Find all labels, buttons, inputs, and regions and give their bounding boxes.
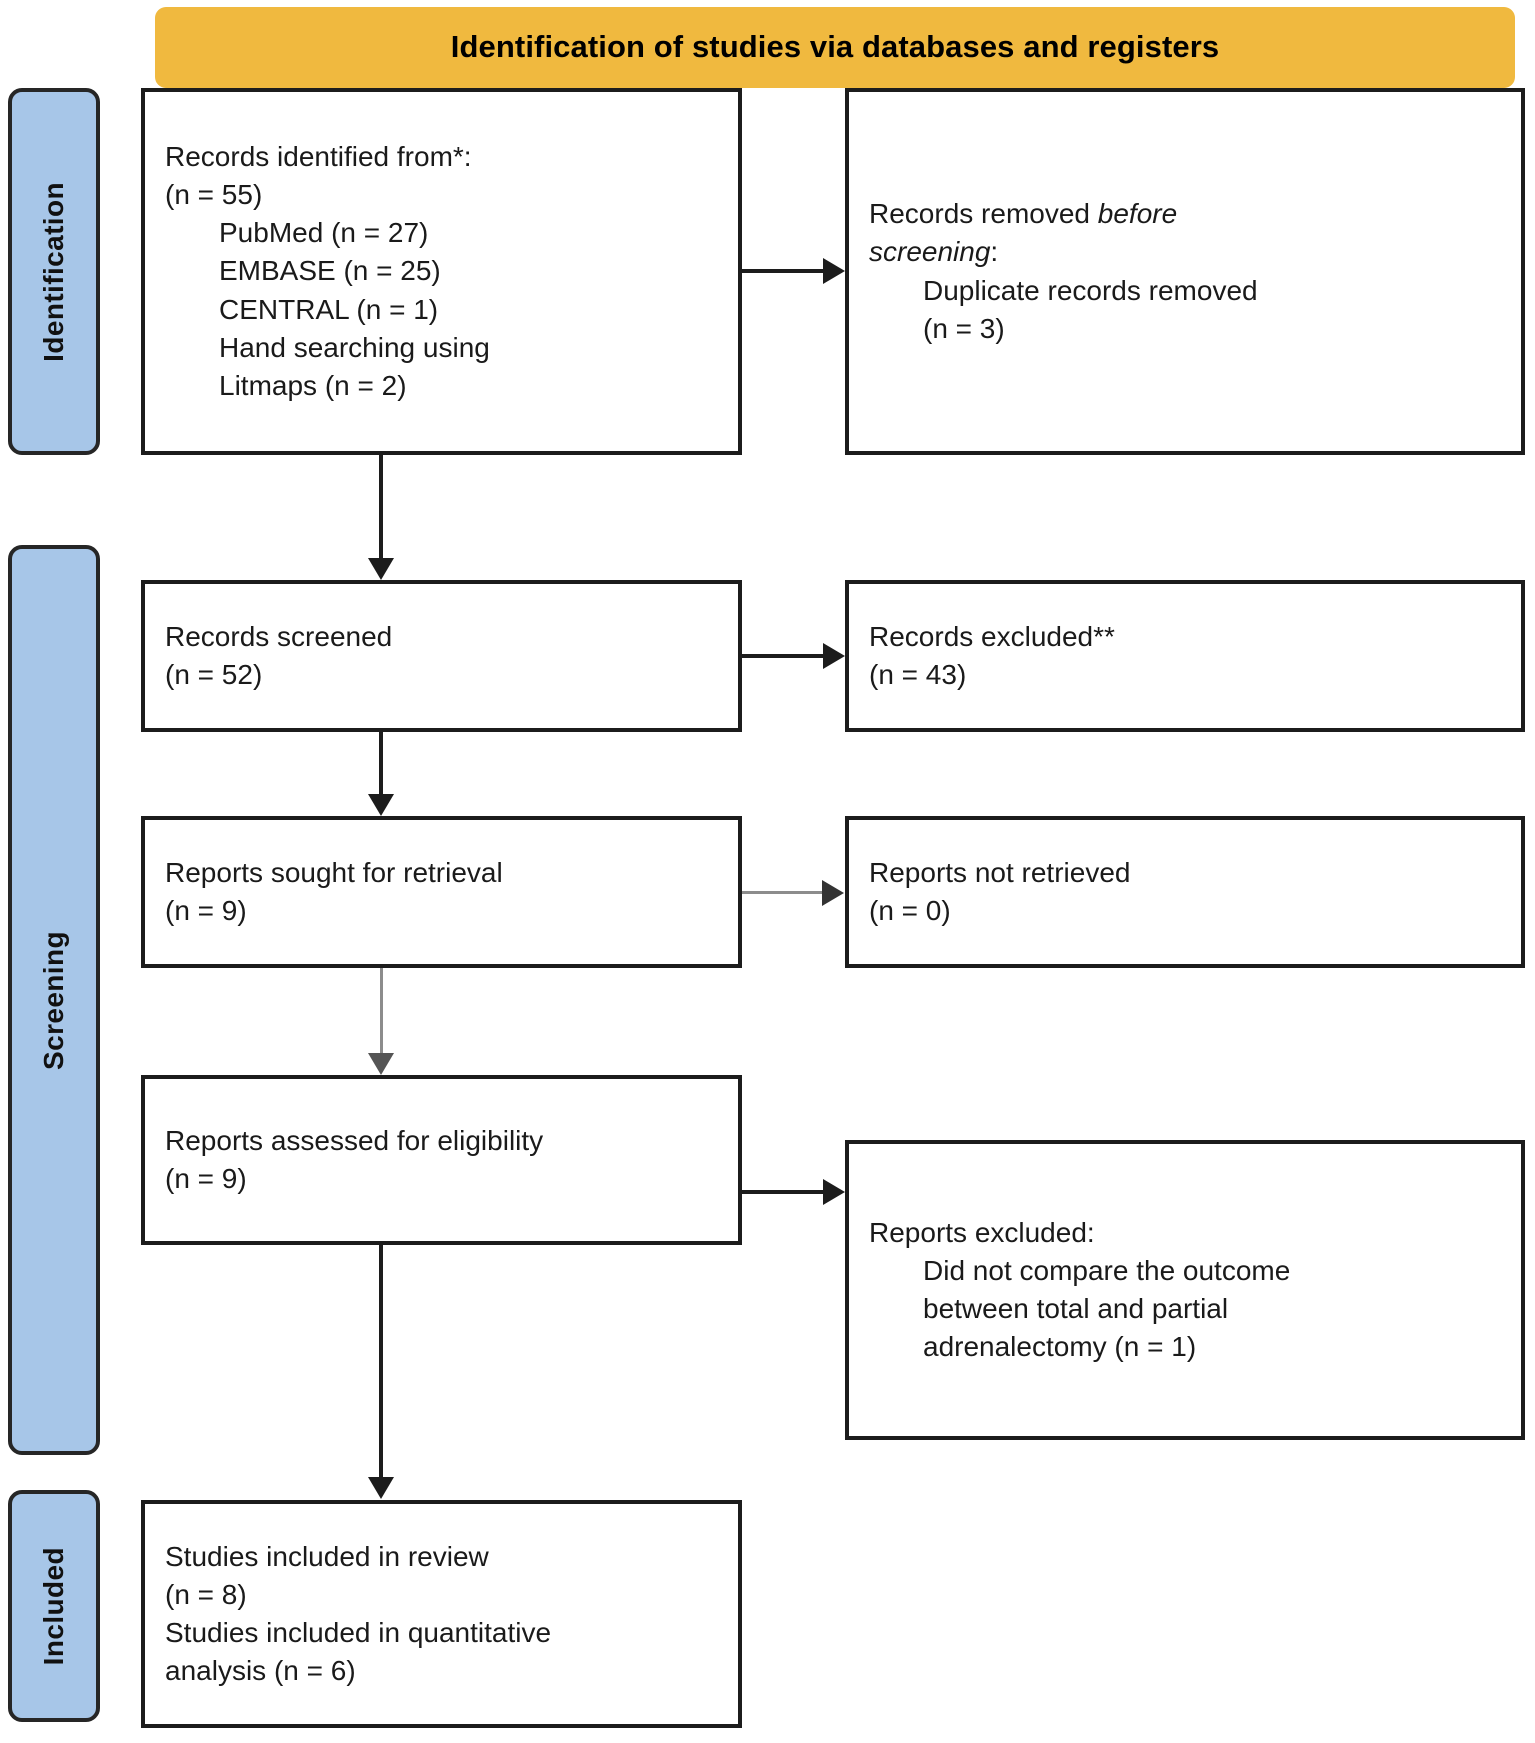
box-studies-included: Studies included in review (n = 8) Studi… [141,1500,742,1728]
studies-included-line1: Studies included in review [165,1540,489,1572]
connector-sought-to-assessed-arrowhead [368,1053,394,1075]
box-records-excluded: Records excluded** (n = 43) [845,580,1525,732]
records-removed-line2: screening: [869,233,1501,271]
connector-assessed-to-repexcluded-arrowhead [823,1179,845,1205]
records-screened-line2: (n = 52) [165,659,263,690]
connector-screened-to-sought-line [379,732,383,794]
box-reports-assessed-for-eligibility: Reports assessed for eligibility (n = 9) [141,1075,742,1245]
connector-screened-to-excluded-line [742,654,823,658]
studies-included-line2: (n = 8) [165,1578,247,1610]
connector-screened-to-excluded-arrowhead [823,643,845,669]
diagram-header-banner: Identification of studies via databases … [155,7,1515,88]
records-identified-pubmed: PubMed (n = 27) [219,217,429,249]
records-removed-line1-plain: Records removed [869,198,1098,230]
connector-screened-to-sought-arrowhead [368,794,394,816]
connector-sought-to-assessed-line [380,968,383,1053]
records-identified-central: CENTRAL (n = 1) [219,293,439,325]
reports-not-retrieved-line1: Reports not retrieved [869,856,1131,888]
reports-excluded-reason-line1: Did not compare the outcome [923,1254,1291,1286]
connector-identified-to-screened-line [379,455,383,558]
stage-label-identification: Identification [8,88,100,455]
connector-sought-to-notretrieved-line [742,891,826,894]
stage-label-screening-text: Screening [38,930,69,1070]
reports-not-retrieved-line2: (n = 0) [869,895,951,926]
box-reports-sought-for-retrieval: Reports sought for retrieval (n = 9) [141,816,742,968]
records-excluded-line1: Records excluded** [869,620,1115,652]
reports-excluded-reason-line2: between total and partial [923,1293,1229,1324]
box-reports-excluded: Reports excluded: Did not compare the ou… [845,1140,1525,1440]
stage-label-included-text: Included [38,1546,69,1666]
connector-assessed-to-repexcluded-line [742,1190,823,1194]
records-identified-line2: (n = 55) [165,179,263,211]
reports-excluded-reason-line3: adrenalectomy (n = 1) [923,1331,1197,1363]
studies-included-line4: analysis (n = 6) [165,1655,356,1687]
connector-identified-to-removed-arrowhead [823,258,845,284]
records-excluded-line2: (n = 43) [869,659,967,690]
box-records-screened: Records screened (n = 52) [141,580,742,732]
connector-assessed-to-included-line [379,1245,383,1477]
stage-label-included: Included [8,1490,100,1722]
records-removed-line2-italic: screening [869,236,991,268]
connector-identified-to-removed-line [742,269,823,273]
reports-sought-line2: (n = 9) [165,895,247,926]
connector-assessed-to-included-arrowhead [368,1477,394,1499]
box-records-identified: Records identified from*: (n = 55) PubMe… [141,88,742,455]
connector-identified-to-screened-arrowhead [368,558,394,580]
records-identified-litmaps: Litmaps (n = 2) [219,369,407,401]
reports-assessed-line1: Reports assessed for eligibility [165,1124,544,1156]
reports-assessed-line2: (n = 9) [165,1163,247,1194]
records-identified-embase: EMBASE (n = 25) [219,255,441,287]
reports-excluded-line1: Reports excluded: [869,1216,1095,1248]
records-removed-duplicates: Duplicate records removed [923,274,1258,306]
box-reports-not-retrieved: Reports not retrieved (n = 0) [845,816,1525,968]
records-removed-line2-colon: : [990,236,999,268]
records-removed-duplicates-count: (n = 3) [923,312,1005,344]
records-identified-line1: Records identified from*: [165,141,472,173]
records-identified-handsearch: Hand searching using [219,331,490,363]
banner-title: Identification of studies via databases … [450,29,1220,65]
records-removed-line1-italic: before [1097,198,1178,230]
box-records-removed-before-screening: Records removed before screening: Duplic… [845,88,1525,455]
records-removed-line1: Records removed before [869,195,1501,233]
records-screened-line1: Records screened [165,620,393,652]
studies-included-line3: Studies included in quantitative [165,1617,552,1648]
stage-label-identification-text: Identification [38,181,69,362]
stage-label-screening: Screening [8,545,100,1455]
reports-sought-line1: Reports sought for retrieval [165,856,503,888]
connector-sought-to-notretrieved-arrowhead [822,880,844,906]
